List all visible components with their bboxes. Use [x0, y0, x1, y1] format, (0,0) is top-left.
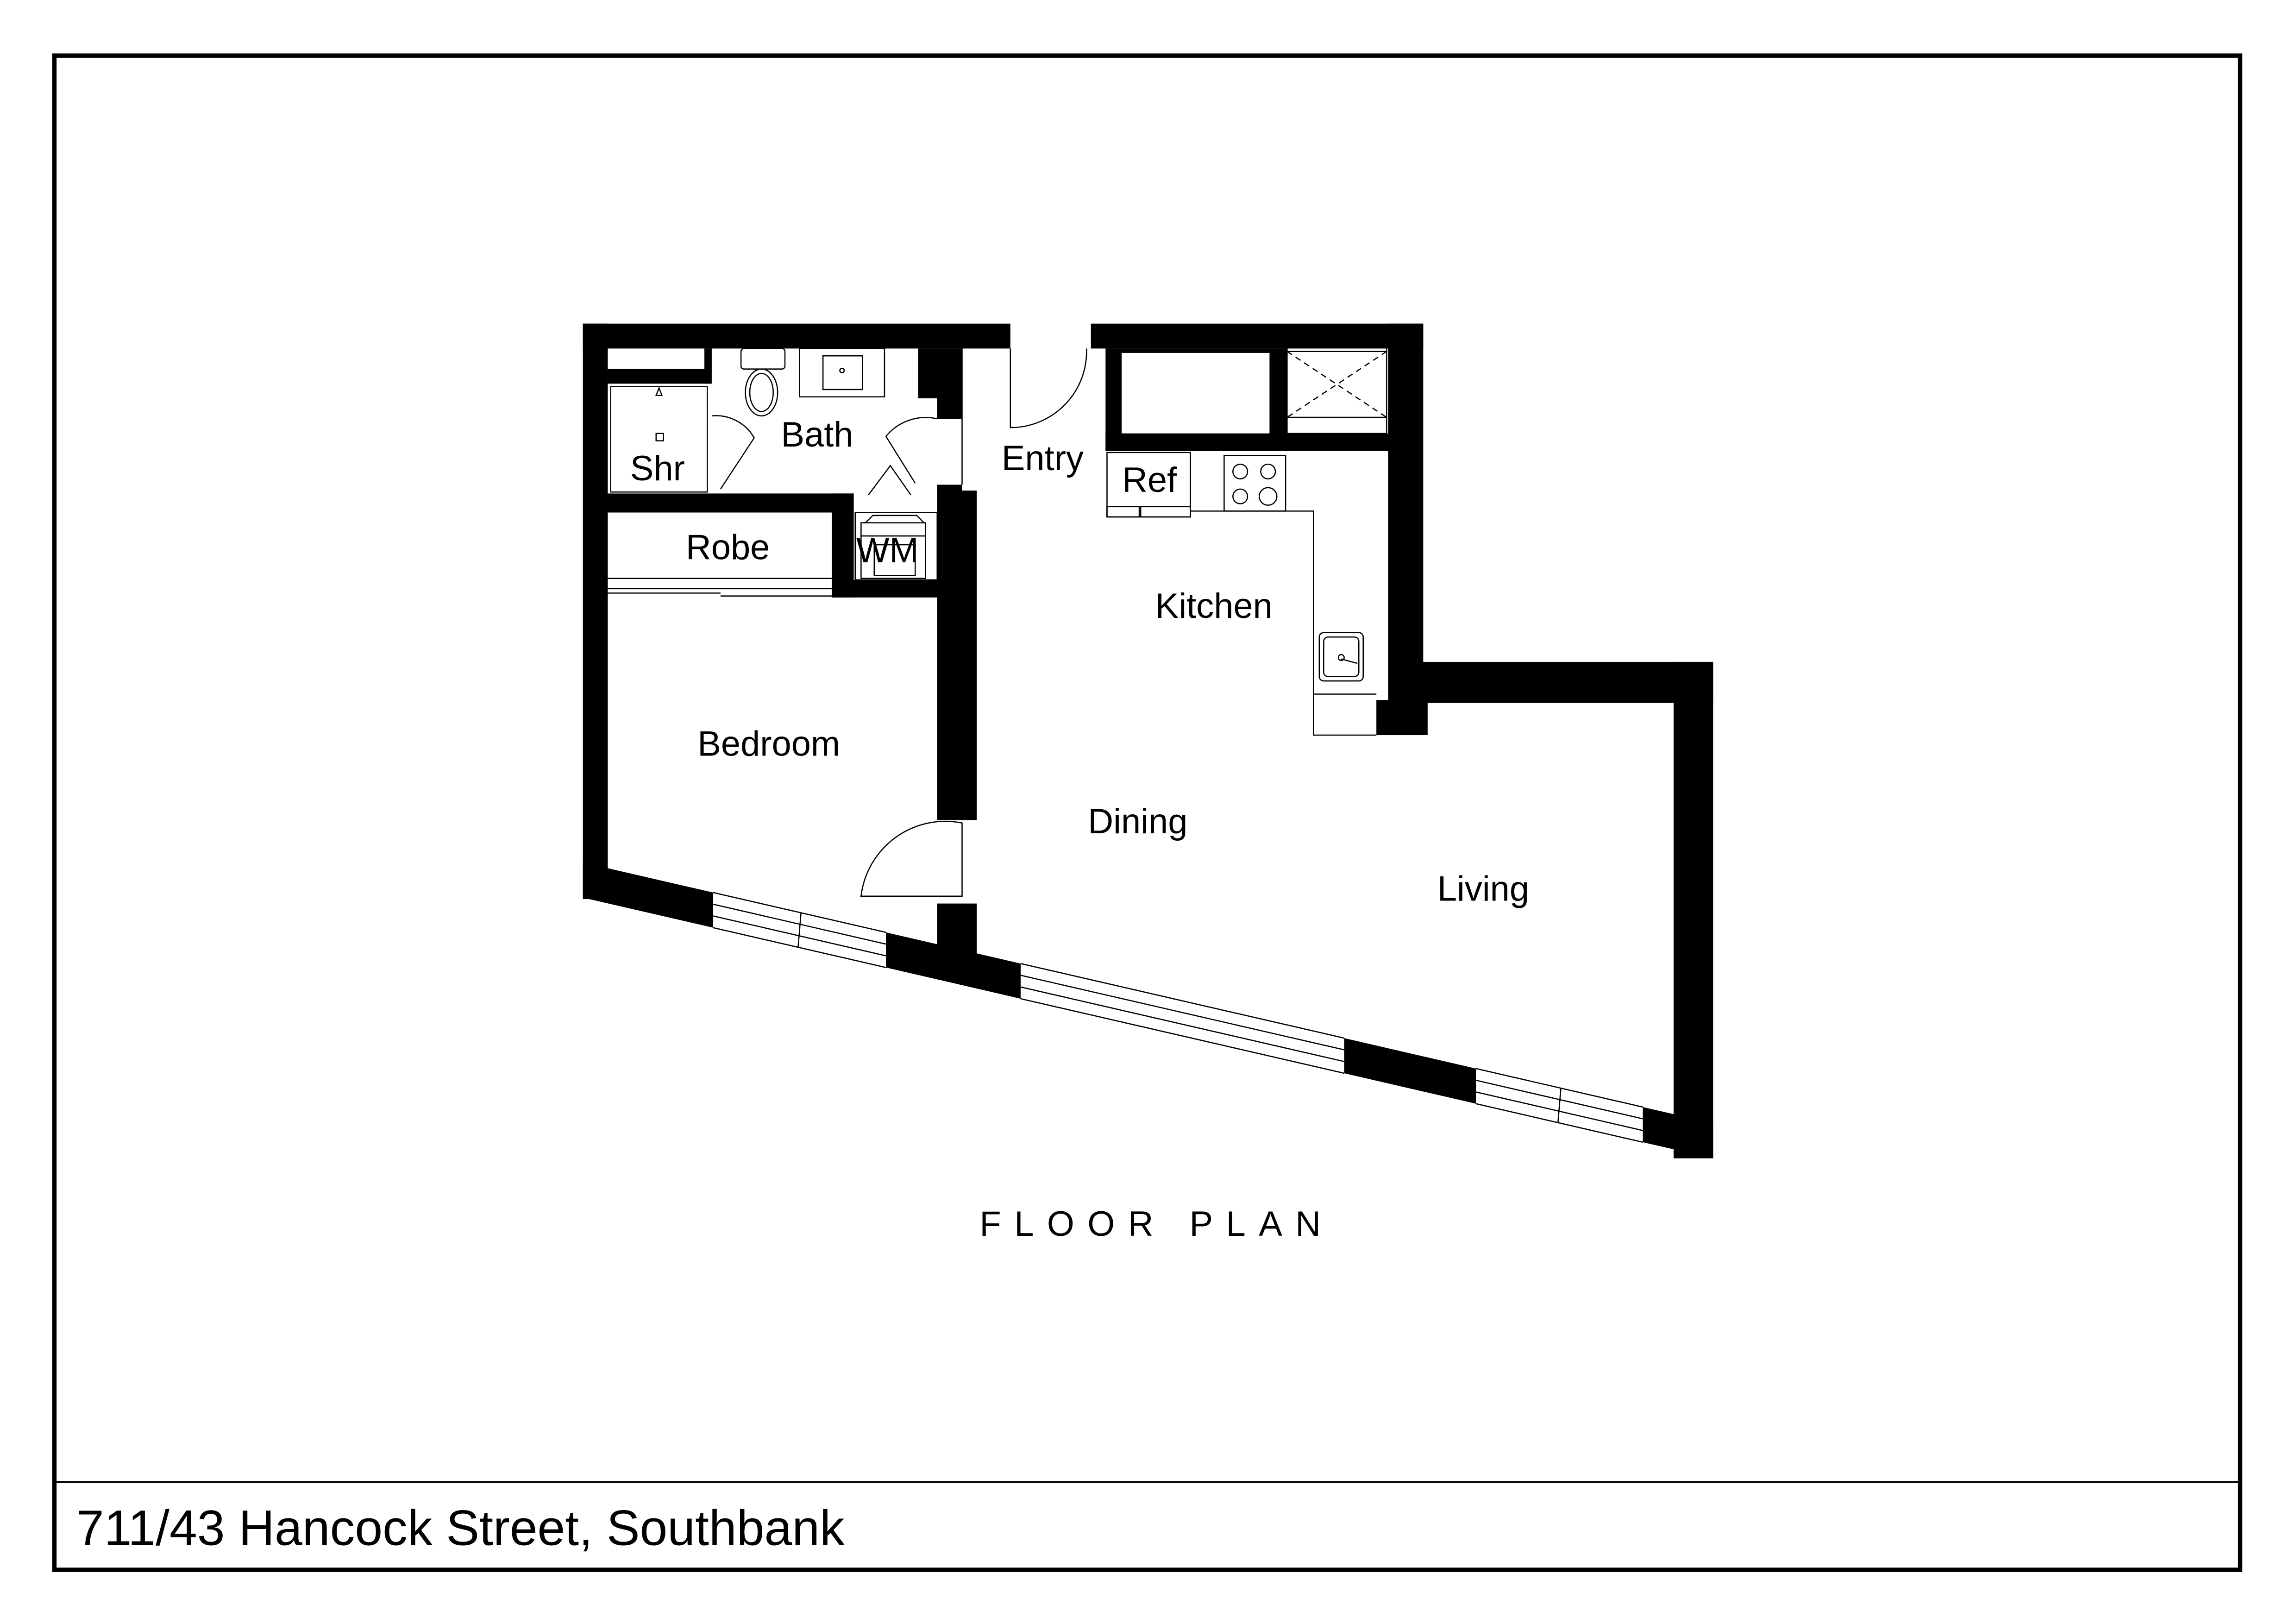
plan-title: FLOOR PLAN [979, 1204, 1334, 1244]
wall-south-1 [583, 862, 714, 928]
wall-left [583, 323, 608, 900]
label-ref: Ref [1122, 460, 1177, 500]
wall-shelf-div [704, 348, 712, 384]
label-wm: WM [856, 531, 919, 570]
wall-kitchen-stub [1376, 700, 1428, 736]
label-dining: Dining [1088, 802, 1187, 841]
wall-bed-dining [937, 491, 977, 820]
window-bedroom [713, 892, 886, 968]
label-entry: Entry [1002, 439, 1084, 478]
robe-sliding-doors [608, 578, 832, 597]
kitchen-sink-icon [1318, 632, 1364, 682]
wall-shelf-top [608, 369, 710, 384]
cooktop-icon [1223, 454, 1286, 512]
vanity-basin-icon [799, 348, 885, 398]
wall-living-east [1673, 661, 1713, 1158]
bath-shelf [609, 350, 703, 368]
window-living [1475, 1068, 1643, 1143]
wall-wm-bottom [832, 579, 937, 598]
window-dining [1020, 963, 1344, 1074]
laundry-bifold-door [868, 465, 911, 496]
shower-door [711, 415, 755, 490]
entry-door [1010, 348, 1087, 428]
label-shower: Shr [630, 449, 685, 488]
label-bath: Bath [781, 415, 853, 454]
wall-bed-dining-stub [937, 903, 977, 977]
wall-living-top [1388, 661, 1713, 703]
toilet-icon [740, 348, 786, 417]
wall-kitchen-head [1105, 433, 1388, 451]
wall-top-west [583, 323, 1010, 349]
wall-bath-robe [608, 493, 854, 513]
wall-south-3 [1344, 1038, 1476, 1104]
bath-door [885, 417, 938, 484]
wall-south-4 [1643, 1107, 1713, 1158]
sheet-border [52, 53, 2243, 1572]
floor-plan-drawing: Shr Bath Entry Ref Robe WM Kitchen Bedro… [583, 323, 1713, 1158]
label-robe: Robe [686, 528, 770, 567]
wall-bath-entry-2 [937, 348, 962, 419]
shower-drain-icon [655, 433, 664, 441]
label-living: Living [1437, 869, 1529, 908]
washing-machine-icon [854, 512, 938, 581]
wall-top-east [1091, 323, 1424, 349]
shower-head-icon [655, 386, 663, 396]
address-title: 711/43 Hancock Street, Southbank [76, 1500, 845, 1555]
label-kitchen: Kitchen [1155, 586, 1273, 626]
service-riser [1286, 330, 1387, 434]
cupboard-interior [1122, 352, 1270, 434]
label-bedroom: Bedroom [697, 724, 840, 763]
bedroom-door [860, 820, 963, 897]
